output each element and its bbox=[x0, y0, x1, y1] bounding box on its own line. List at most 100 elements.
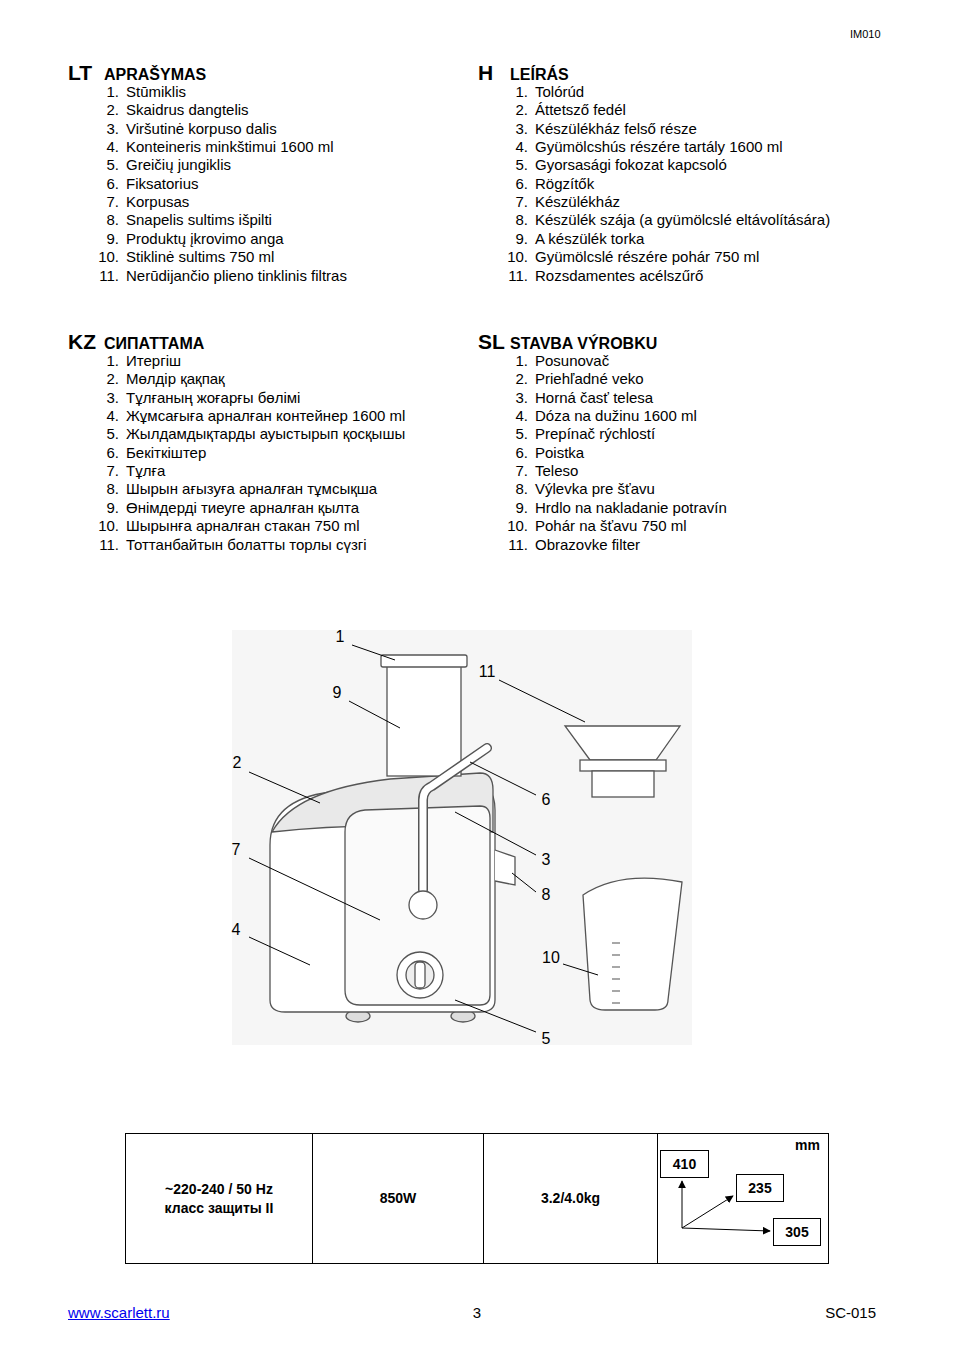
callout-number: 9 bbox=[333, 685, 342, 701]
part-name: Nerūdijančio plieno tinklinis filtras bbox=[126, 268, 347, 283]
part-name: Gyümölcshús részére tartály 1600 ml bbox=[535, 139, 783, 154]
callout-number: 7 bbox=[232, 842, 241, 858]
callout-number: 4 bbox=[232, 922, 241, 938]
part-name: Stiklinė sultims 750 ml bbox=[126, 249, 274, 264]
item-number: 11. bbox=[99, 537, 119, 552]
item-number: 1. bbox=[106, 353, 119, 368]
part-name: Készülékház felső része bbox=[535, 121, 697, 136]
juicer-figure bbox=[232, 630, 692, 1045]
part-name: Készülékház bbox=[535, 194, 620, 209]
spec-table bbox=[126, 1134, 829, 1264]
part-name: Snapelis sultims išpilti bbox=[126, 212, 272, 227]
item-number: 4. bbox=[515, 408, 528, 423]
spec-value: 850W bbox=[380, 1189, 417, 1207]
part-name: Dóza na dužinu 1600 ml bbox=[535, 408, 697, 423]
knob-grip bbox=[415, 962, 425, 988]
spec-value: ~220-240 / 50 Hz класс защиты II bbox=[149, 1180, 289, 1216]
table-rule bbox=[657, 1134, 658, 1264]
language-code: SL bbox=[478, 331, 505, 352]
language-code: LT bbox=[68, 62, 92, 83]
table-cell: mm410235305 bbox=[658, 1134, 828, 1263]
callout-number: 3 bbox=[542, 852, 551, 868]
leader-line bbox=[512, 873, 536, 892]
pusher bbox=[381, 655, 467, 667]
leader-line bbox=[352, 645, 395, 660]
part-name: Tolórúd bbox=[535, 84, 584, 99]
juice-spout bbox=[495, 850, 515, 885]
part-name: Тоттанбайтын болатты торлы сүзгі bbox=[126, 537, 367, 552]
part-name: Skaidrus dangtelis bbox=[126, 102, 249, 117]
part-name: Тұлға bbox=[126, 463, 165, 478]
table-cell: ~220-240 / 50 Hz класс защиты II bbox=[126, 1134, 312, 1263]
part-name: Rozsdamentes acélszűrő bbox=[535, 268, 703, 283]
part-name: Horná časť telesa bbox=[535, 390, 653, 405]
leader-line bbox=[249, 937, 310, 965]
part-name: Áttetsző fedél bbox=[535, 102, 626, 117]
item-number: 6. bbox=[515, 445, 528, 460]
item-number: 6. bbox=[515, 176, 528, 191]
item-number: 5. bbox=[515, 157, 528, 172]
language-code: H bbox=[478, 62, 493, 83]
item-number: 2. bbox=[515, 371, 528, 386]
item-number: 7. bbox=[106, 463, 119, 478]
item-number: 5. bbox=[106, 157, 119, 172]
item-number: 8. bbox=[515, 481, 528, 496]
table-frame bbox=[126, 1134, 829, 1264]
part-name: Výlevka pre šťavu bbox=[535, 481, 655, 496]
dimension-arrow bbox=[682, 1228, 770, 1231]
section-heading: APRAŠYMAS bbox=[104, 67, 206, 83]
arm-end bbox=[409, 891, 437, 919]
dimension-value: 410 bbox=[673, 1155, 696, 1173]
part-name: Жылдамдықтарды ауыстырып қосқышы bbox=[126, 426, 405, 441]
dimension-value: 235 bbox=[748, 1179, 771, 1197]
table-rule bbox=[312, 1134, 313, 1264]
part-name: Итергіш bbox=[126, 353, 181, 368]
item-number: 6. bbox=[106, 176, 119, 191]
part-name: Poistka bbox=[535, 445, 584, 460]
item-number: 4. bbox=[515, 139, 528, 154]
part-name: Posunovač bbox=[535, 353, 609, 368]
housing bbox=[345, 806, 490, 1005]
speed-knob-inner bbox=[406, 961, 434, 989]
item-number: 11. bbox=[508, 537, 528, 552]
part-name: Мөлдір қақпақ bbox=[126, 371, 225, 386]
item-number: 9. bbox=[106, 231, 119, 246]
item-number: 7. bbox=[515, 194, 528, 209]
filter-base bbox=[592, 771, 654, 797]
item-number: 8. bbox=[106, 481, 119, 496]
item-number: 5. bbox=[106, 426, 119, 441]
speed-knob bbox=[397, 952, 443, 998]
part-name: Шырын ағызуға арналған тұмсықша bbox=[126, 481, 377, 496]
leader-line bbox=[470, 762, 536, 795]
item-number: 5. bbox=[515, 426, 528, 441]
item-number: 10. bbox=[98, 518, 119, 533]
item-number: 7. bbox=[515, 463, 528, 478]
callout-number: 2 bbox=[233, 755, 242, 771]
item-number: 3. bbox=[106, 121, 119, 136]
section-heading: СИПАТТАМА bbox=[104, 336, 204, 352]
table-rule bbox=[483, 1134, 484, 1264]
juice-jug bbox=[583, 878, 682, 1010]
part-name: Hrdlo na nakladanie potravín bbox=[535, 500, 727, 515]
leader-line bbox=[249, 858, 380, 920]
tick bbox=[612, 954, 620, 955]
table-cell: 850W bbox=[313, 1134, 483, 1263]
item-number: 10. bbox=[507, 518, 528, 533]
tick bbox=[612, 966, 620, 967]
part-name: Priehľadné veko bbox=[535, 371, 644, 386]
part-name: Greičių jungiklis bbox=[126, 157, 231, 172]
safety-arm bbox=[423, 748, 487, 890]
doc-code: IM010 bbox=[850, 29, 881, 40]
item-number: 8. bbox=[515, 212, 528, 227]
dimension-box: 305 bbox=[773, 1218, 821, 1246]
item-number: 8. bbox=[106, 212, 119, 227]
callout-number: 6 bbox=[542, 792, 551, 808]
figure-ground bbox=[232, 630, 692, 1045]
tick bbox=[612, 942, 620, 943]
item-number: 1. bbox=[106, 84, 119, 99]
part-name: Korpusas bbox=[126, 194, 189, 209]
item-number: 11. bbox=[99, 268, 119, 283]
part-name: A készülék torka bbox=[535, 231, 644, 246]
item-number: 3. bbox=[515, 390, 528, 405]
filter-basket bbox=[565, 726, 680, 760]
